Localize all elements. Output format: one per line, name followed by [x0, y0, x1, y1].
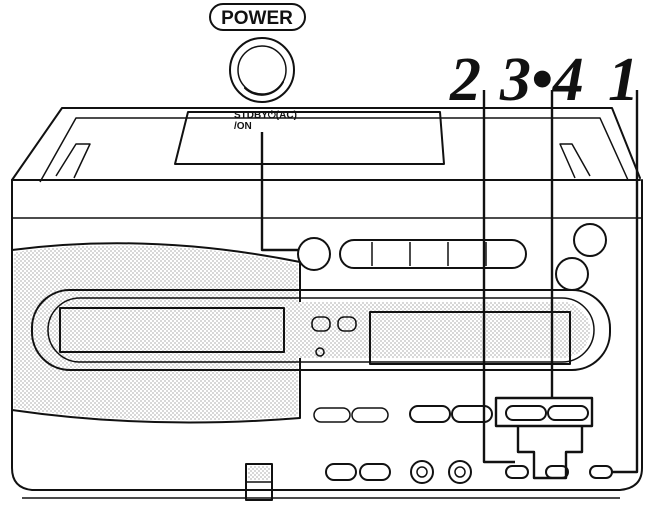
highlighted-button-left[interactable]: [505, 405, 547, 421]
highlighted-button-right[interactable]: [547, 405, 589, 421]
indicator-dot: [315, 347, 325, 357]
unit-body: [11, 179, 643, 499]
power-button-enlarged[interactable]: [229, 37, 295, 103]
small-button-b[interactable]: [337, 316, 357, 332]
power-label-box: [209, 3, 306, 31]
right-knob-bottom[interactable]: [555, 257, 589, 291]
bottom-small-button-a[interactable]: [505, 465, 529, 479]
tape-button-3[interactable]: [409, 405, 451, 423]
standby-label-line1: STDBY⏻(AC): [234, 109, 297, 121]
cd-controls: [339, 239, 527, 269]
step-number-3-4: 3•4: [499, 46, 584, 114]
power-button[interactable]: [297, 237, 331, 271]
bottom-key-left[interactable]: [325, 463, 357, 481]
bottom-small-button-c[interactable]: [589, 465, 613, 479]
step-1-leader: [612, 90, 639, 474]
bottom-clip: [245, 463, 273, 501]
power-leader-line: [260, 132, 298, 252]
bottom-small-button-b[interactable]: [545, 465, 569, 479]
small-button-a[interactable]: [311, 316, 331, 332]
jack-1[interactable]: [410, 460, 434, 484]
power-label: POWER: [221, 8, 293, 29]
display-panel: [31, 289, 611, 371]
bottom-controls: [325, 460, 613, 484]
left-display-window: [59, 307, 285, 353]
jack-2[interactable]: [448, 460, 472, 484]
power-callout: POWER STDBY⏻(AC) /ON: [209, 3, 306, 252]
right-display-window: [369, 311, 571, 365]
tape-button-1[interactable]: [313, 407, 351, 423]
tape-button-4[interactable]: [451, 405, 493, 423]
bottom-key-right[interactable]: [359, 463, 391, 481]
lower-button-row: [313, 405, 493, 423]
tape-button-2[interactable]: [351, 407, 389, 423]
step-2-leader: [482, 90, 515, 464]
top-lid: [11, 107, 641, 183]
step-number-2: 2: [449, 46, 481, 114]
standby-label-line2: /ON: [234, 121, 252, 132]
step-number-1: 1: [608, 46, 639, 114]
right-knob-top[interactable]: [573, 223, 607, 257]
